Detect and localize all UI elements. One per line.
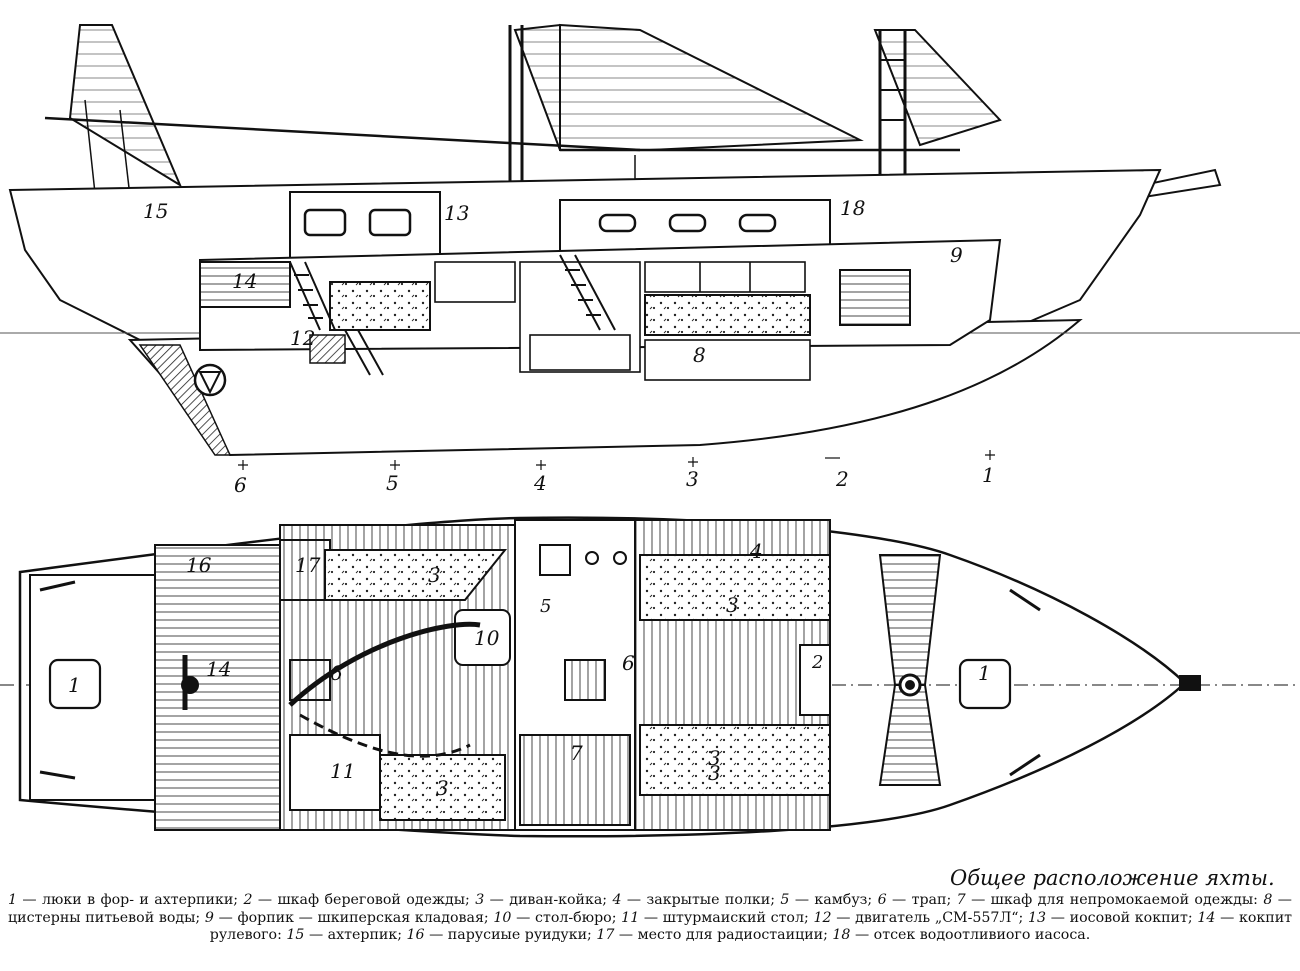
- label-1b: 1: [978, 661, 991, 685]
- label-17: 17: [295, 553, 321, 577]
- label-10: 10: [474, 626, 500, 650]
- legend-text: — камбуз;: [789, 892, 878, 908]
- legend-text: — место для радиостаиции;: [614, 927, 833, 943]
- profile-labels: 15 13 18 9 14 12 8 6 5 4 3 2 1: [143, 196, 995, 497]
- label-3e: 3: [436, 776, 449, 800]
- legend-number: 13: [1028, 909, 1047, 926]
- section-mark-4: 4: [533, 471, 547, 495]
- legend-number: 18: [832, 927, 851, 943]
- label-6a: 6: [330, 661, 343, 685]
- plan-labels: 16 17 3 10 5 4 3 1 14 6 6 2 1 7 3 3 11 3: [68, 539, 991, 800]
- label-11: 11: [330, 759, 355, 783]
- legend-number: 7: [956, 892, 966, 908]
- legend-number: 16: [406, 927, 425, 943]
- legend-text: — люки в фор- и ахтерпики;: [17, 892, 244, 908]
- label-16: 16: [186, 553, 212, 577]
- legend-text: — трап;: [886, 892, 957, 908]
- yacht-general-arrangement-drawing: 15 13 18 9 14 12 8 6 5 4 3 2 1: [0, 23, 1300, 838]
- label-6b: 6: [622, 651, 635, 675]
- deck-plan: [0, 516, 1300, 838]
- legend-number: 11: [621, 909, 640, 926]
- label-2: 2: [811, 652, 823, 673]
- legend-text: — штурмаиский стол;: [639, 909, 814, 926]
- section-mark-2: 2: [835, 467, 849, 491]
- section-mark-6: 6: [234, 473, 247, 497]
- legend-text: — закрытые полки;: [621, 892, 781, 908]
- section-mark-5: 5: [386, 471, 399, 495]
- legend-text: — иосовой кокпит;: [1046, 909, 1198, 926]
- legend-number: 8: [1263, 892, 1273, 908]
- legend-text: — парусиые руидуки;: [424, 927, 597, 943]
- label-18: 18: [840, 196, 865, 220]
- legend-number: 17: [596, 927, 615, 943]
- legend-number: 3: [475, 892, 485, 908]
- legend-number: 12: [813, 909, 832, 926]
- section-marks: [238, 450, 995, 470]
- legend-text: — отсек водоотливиого иасоса.: [850, 927, 1091, 943]
- label-8: 8: [693, 343, 706, 367]
- legend-text: — шкаф береговой одежды;: [252, 892, 476, 908]
- label-5: 5: [540, 596, 551, 617]
- legend-text: — шкаф для непромокаемой одежды:: [965, 892, 1264, 908]
- legend-text: — диван-койка;: [484, 892, 613, 908]
- section-mark-3: 3: [686, 467, 699, 491]
- label-4: 4: [749, 539, 763, 563]
- legend-number: 9: [204, 909, 214, 926]
- label-1a: 1: [68, 673, 81, 697]
- figure-legend: 1 — люки в фор- и ахтерпики; 2 — шкаф бе…: [8, 892, 1292, 945]
- label-7: 7: [570, 741, 583, 765]
- legend-number: 15: [286, 927, 305, 943]
- section-mark-1: 1: [982, 463, 995, 487]
- label-3d: 3: [708, 761, 721, 785]
- label-3a: 3: [428, 563, 441, 587]
- label-14: 14: [206, 657, 231, 681]
- label-3b: 3: [726, 593, 739, 617]
- legend-number: 4: [612, 892, 622, 908]
- legend-number: 5: [780, 892, 790, 908]
- legend-number: 2: [243, 892, 253, 908]
- side-profile: [0, 23, 1300, 457]
- legend-text: — цистерны питьевой воды;: [8, 892, 1292, 926]
- legend-text: — форпик — шкиперская кладовая;: [213, 909, 494, 926]
- legend-number: 10: [493, 909, 512, 926]
- legend-number: 6: [877, 892, 887, 908]
- legend-text: — двигатель „СМ-557Л“;: [831, 909, 1029, 926]
- label-3c: 3: [708, 746, 721, 770]
- figure-title: Общее расположение яхты.: [950, 866, 1275, 890]
- legend-text: — кокпит рулевого:: [209, 909, 1292, 944]
- label-13: 13: [444, 201, 469, 225]
- label-15: 15: [143, 199, 168, 223]
- legend-number: 14: [1197, 909, 1216, 926]
- legend-text: — стол-бюро;: [511, 909, 622, 926]
- label-9: 9: [950, 243, 963, 267]
- label-12: 12: [290, 326, 315, 350]
- legend-number: 1: [8, 892, 18, 908]
- legend-text: — ахтерпик;: [304, 927, 407, 943]
- label-14: 14: [232, 269, 257, 293]
